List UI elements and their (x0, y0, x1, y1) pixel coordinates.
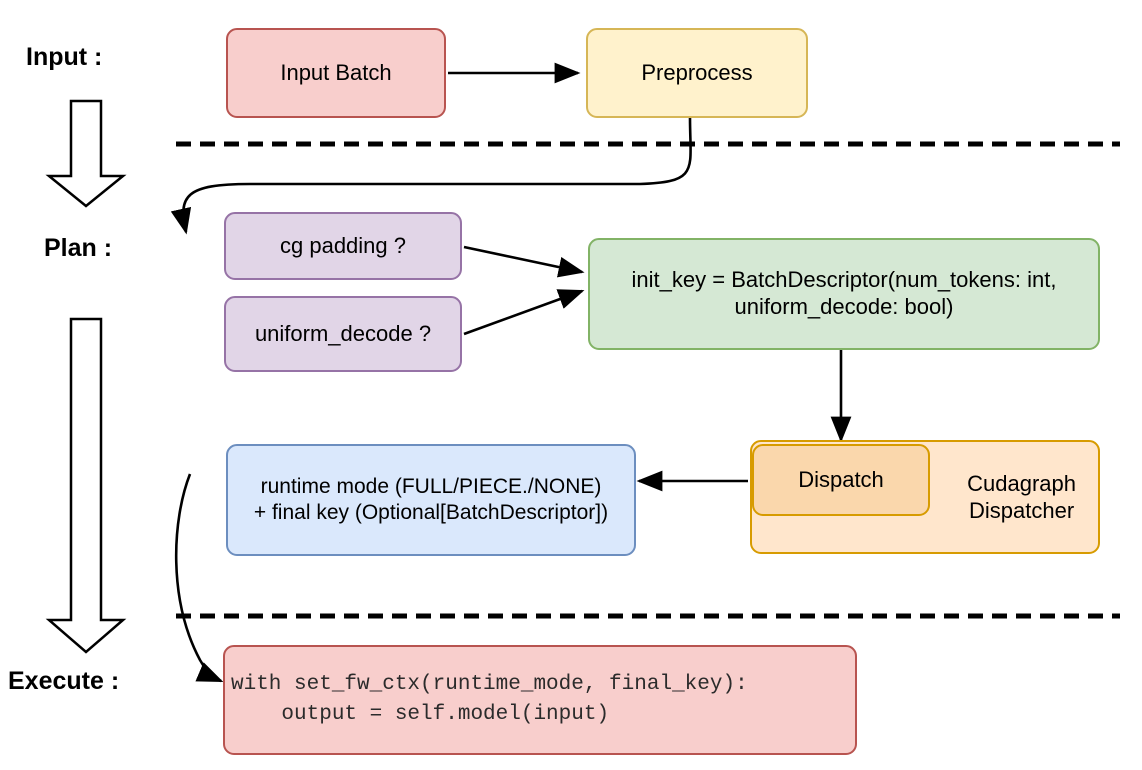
node-cg-padding[interactable]: cg padding ? (224, 212, 462, 280)
execute-code-line2: output = self.model(input) (231, 703, 610, 726)
stage-label-input: Input : (26, 43, 103, 71)
node-init-key-line1: init_key = BatchDescriptor(num_tokens: i… (631, 267, 1057, 293)
edge-cg-padding-to-init-key (463, 245, 585, 278)
stage-arrow-input-to-plan (45, 99, 127, 208)
node-execute-code: with set_fw_ctx(runtime_mode, final_key)… (223, 645, 857, 755)
stage-arrow-plan-to-execute (45, 317, 127, 654)
node-preprocess[interactable]: Preprocess (586, 28, 808, 118)
node-dispatch[interactable]: Dispatch (752, 444, 930, 516)
node-input-batch[interactable]: Input Batch (226, 28, 446, 118)
edge-runtime-mode-to-execute-code (174, 473, 224, 683)
node-runtime-mode-line2: + final key (Optional[BatchDescriptor]) (253, 501, 609, 524)
node-init-key-line2: uniform_decode: bool) (734, 294, 954, 319)
node-init-key: init_key = BatchDescriptor(num_tokens: i… (588, 238, 1100, 350)
execute-code-line1: with set_fw_ctx(runtime_mode, final_key)… (231, 672, 748, 696)
stage-label-execute: Execute : (8, 667, 120, 695)
node-runtime-mode: runtime mode (FULL/PIECE./NONE) + final … (226, 444, 636, 556)
node-uniform-decode[interactable]: uniform_decode ? (224, 296, 462, 372)
stage-label-plan: Plan : (44, 234, 113, 262)
node-runtime-mode-line1: runtime mode (FULL/PIECE./NONE) (260, 475, 602, 499)
edge-uniform-decode-to-init-key (463, 289, 585, 336)
